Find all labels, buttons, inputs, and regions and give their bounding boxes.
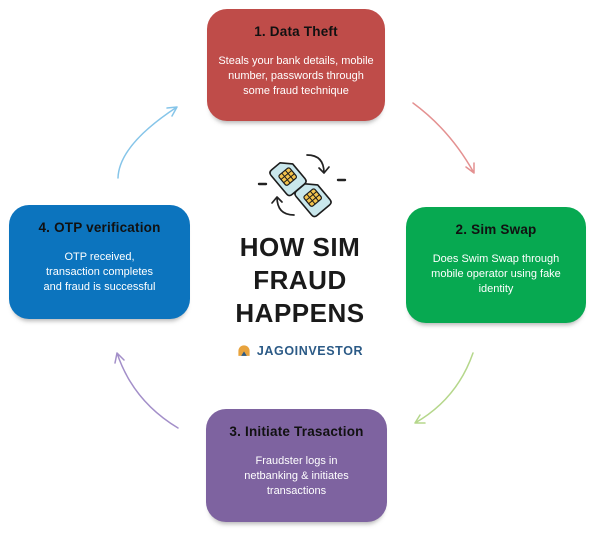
step-box-initiate-transaction: 3. Initiate Trasaction Fraudster logs in… <box>206 409 387 522</box>
brand-icon <box>238 345 250 356</box>
arrow-data-theft-to-sim-swap <box>412 102 475 174</box>
sim-card-2 <box>294 183 332 218</box>
step-title: 2. Sim Swap <box>455 222 537 237</box>
step-box-otp-verification: 4. OTP verification OTP received, transa… <box>9 205 190 319</box>
step-body: Does Swim Swap through mobile operator u… <box>431 253 561 295</box>
swap-arc-bottom <box>271 196 295 216</box>
arrow-sim-swap-to-transaction <box>414 352 474 424</box>
diagram-title: HOW SIM FRAUD HAPPENS <box>150 231 450 330</box>
diagram-title-line-2: FRAUD <box>253 265 347 295</box>
sim-card-1 <box>269 162 307 197</box>
diagram-title-line-3: HAPPENS <box>235 298 365 328</box>
arrow-otp-to-data-theft <box>117 106 178 179</box>
brand-name: JAGOINVESTOR <box>256 344 364 358</box>
step-body: Steals your bank details, mobile number,… <box>218 55 374 97</box>
step-title: 3. Initiate Trasaction <box>229 424 364 439</box>
step-box-data-theft: 1. Data Theft Steals your bank details, … <box>207 9 385 121</box>
step-box-sim-swap: 2. Sim Swap Does Swim Swap through mobil… <box>406 207 586 323</box>
swap-arc-top <box>306 154 330 174</box>
diagram-title-line-1: HOW SIM <box>239 232 361 262</box>
step-body: Fraudster logs in netbanking & initiates… <box>244 455 349 497</box>
step-title: 1. Data Theft <box>254 24 338 39</box>
brand-logo: JAGOINVESTOR <box>150 344 450 358</box>
sim-swap-icon <box>257 154 347 218</box>
step-body: OTP received, transaction completes and … <box>43 251 156 293</box>
step-title: 4. OTP verification <box>38 220 161 235</box>
arrow-transaction-to-otp <box>114 352 179 429</box>
